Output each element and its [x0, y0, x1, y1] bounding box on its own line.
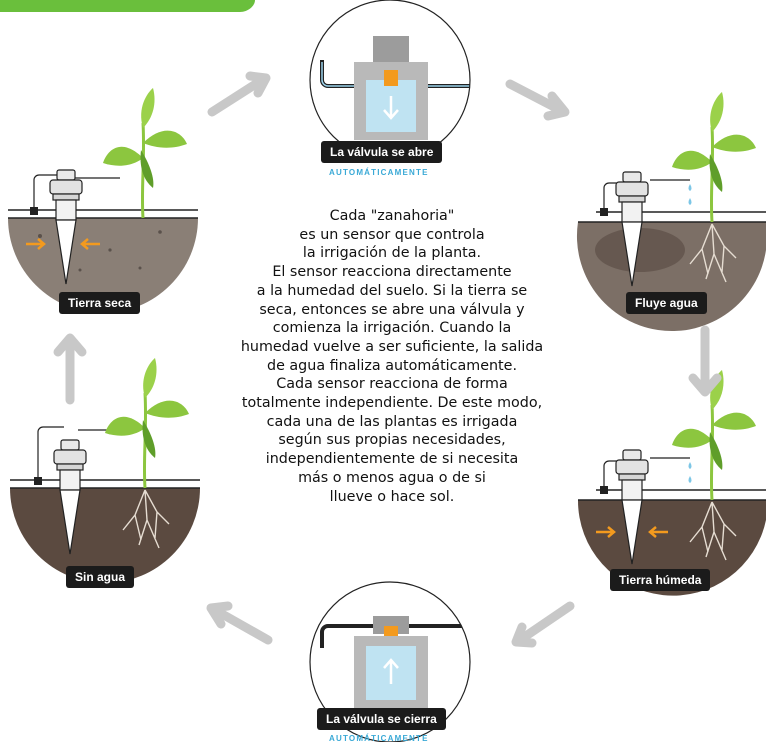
- label-valve-opens-sub: AUTOMÁTICAMENTE: [329, 168, 429, 177]
- dry-soil-illustration: [8, 86, 198, 313]
- wet-soil-illustration: [577, 368, 766, 596]
- arrow-bottom-left: [210, 605, 273, 645]
- arrow-top-left: [207, 75, 267, 117]
- arrow-top-right: [505, 79, 565, 115]
- label-wet-soil: Tierra húmeda: [610, 569, 711, 591]
- cycle-arrows: [53, 71, 722, 648]
- label-valve-closes-sub: AUTOMÁTICAMENTE: [329, 734, 429, 743]
- valve-open-illustration: [310, 0, 470, 160]
- arrow-bottom-right: [515, 601, 575, 645]
- corner-tab: [0, 0, 255, 12]
- description-text: Cada "zanahoria" es un sensor que contro…: [240, 208, 544, 505]
- label-water-flows: Fluye agua: [626, 292, 707, 314]
- no-water-illustration: [10, 356, 200, 583]
- label-no-water: Sin agua: [66, 566, 135, 588]
- label-valve-closes: La válvula se cierra: [317, 708, 446, 730]
- label-dry-soil: Tierra seca: [59, 292, 141, 314]
- label-valve-opens: La válvula se abre: [321, 141, 443, 163]
- water-flow-illustration: [576, 90, 766, 332]
